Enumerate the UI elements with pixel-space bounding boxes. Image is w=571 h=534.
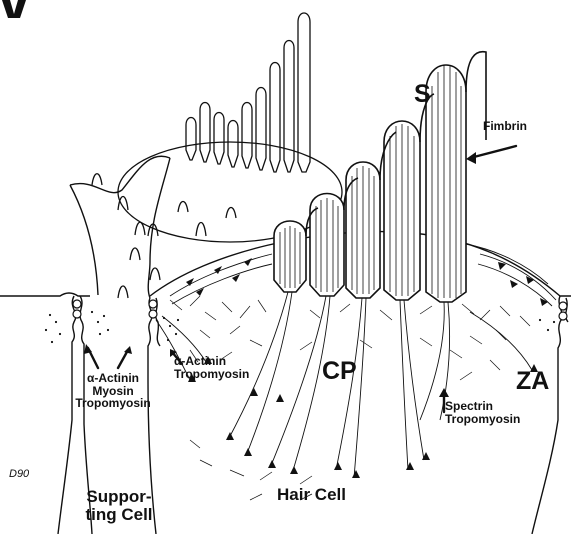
label-fimbrin: Fimbrin xyxy=(483,120,527,133)
label-tropomyosin-2: Tropomyosin xyxy=(174,368,249,381)
label-spectrin: Spectrin xyxy=(445,400,520,413)
label-supporting-cell-line2: ting Cell xyxy=(70,506,168,524)
label-cp: CP xyxy=(322,358,357,384)
label-tropomyosin-1: Tropomyosin xyxy=(60,397,166,410)
junction-stipple xyxy=(45,311,555,343)
label-tropomyosin-3: Tropomyosin xyxy=(445,413,520,426)
artist-signature: D90 xyxy=(9,469,29,481)
label-spectrin-tropomyosin: Spectrin Tropomyosin xyxy=(445,400,520,425)
junction-ellipses xyxy=(73,300,567,320)
supporting-cell-surface xyxy=(70,156,170,298)
label-supporting-cell: Suppor- ting Cell xyxy=(70,488,168,524)
panel-marker xyxy=(2,0,26,18)
cuticular-plate-meshwork xyxy=(170,296,530,500)
label-alpha-actinin-1: α-Actinin xyxy=(60,372,166,385)
label-za: ZA xyxy=(516,368,549,394)
label-alpha-actinin-tropomyosin: α-Actinin Tropomyosin xyxy=(174,355,249,380)
label-hair-cell: Hair Cell xyxy=(277,486,346,504)
stereocilia-rootlets xyxy=(228,292,450,478)
label-alpha-actinin-2: α-Actinin xyxy=(174,355,249,368)
label-alpha-actinin-myosin-tropomyosin: α-Actinin Myosin Tropomyosin xyxy=(60,372,166,410)
label-s: S xyxy=(414,81,431,107)
label-supporting-cell-line1: Suppor- xyxy=(70,488,168,506)
hair-cell-stereocilia xyxy=(274,52,486,302)
